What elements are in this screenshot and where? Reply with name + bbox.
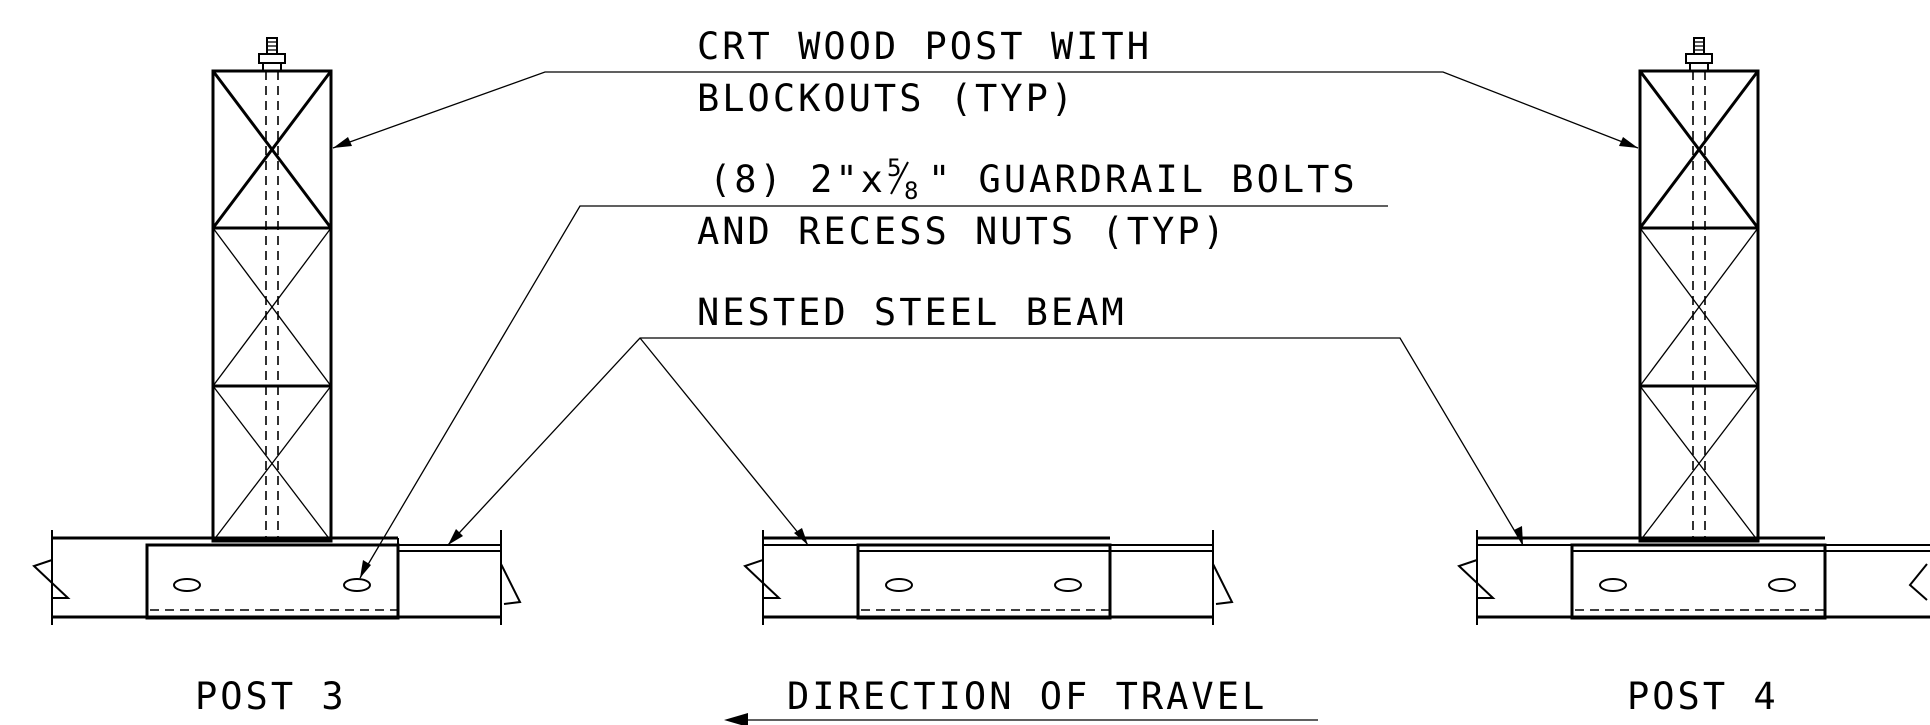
bolts-fraction-numerator: 5 bbox=[887, 154, 901, 182]
leader-arrowhead bbox=[794, 528, 808, 545]
leader-arrowhead bbox=[448, 529, 463, 545]
leader-arrowhead bbox=[1514, 526, 1523, 545]
post-4-beam-section bbox=[1457, 530, 1930, 625]
bolts-label-line1-start: (8) 2"x bbox=[709, 158, 886, 201]
leader-arrowhead bbox=[360, 560, 371, 578]
post-3-elevation bbox=[211, 37, 333, 543]
post-3-beam-section bbox=[32, 530, 522, 625]
post-label-line2: BLOCKOUTS (TYP) bbox=[697, 77, 1076, 120]
bolts-fraction-denominator: 8 bbox=[904, 177, 918, 205]
post-4-bolt-stud bbox=[1685, 37, 1713, 72]
bolts-label-line1-end: " GUARDRAIL BOLTS bbox=[928, 158, 1358, 201]
leader-beam bbox=[447, 337, 1524, 546]
bolts-fraction-bar bbox=[890, 161, 909, 195]
direction-label: DIRECTION OF TRAVEL bbox=[787, 675, 1267, 718]
post-4-elevation bbox=[1638, 37, 1760, 543]
leader-arrowhead bbox=[1619, 137, 1638, 148]
post-3-bolt-stud bbox=[258, 37, 286, 72]
post-3-label: POST 3 bbox=[195, 675, 347, 718]
bolts-label-line2: AND RECESS NUTS (TYP) bbox=[697, 210, 1228, 253]
leader-post bbox=[332, 71, 1639, 149]
direction-arrowhead bbox=[724, 713, 748, 725]
direction-arrow bbox=[724, 713, 1318, 725]
leader-arrowhead bbox=[333, 137, 352, 148]
post-label-line1: CRT WOOD POST WITH bbox=[697, 25, 1152, 68]
leader-bolts bbox=[359, 205, 1388, 579]
post-4-label: POST 4 bbox=[1627, 675, 1779, 718]
middle-beam-splice bbox=[743, 530, 1234, 625]
beam-label: NESTED STEEL BEAM bbox=[697, 291, 1127, 334]
